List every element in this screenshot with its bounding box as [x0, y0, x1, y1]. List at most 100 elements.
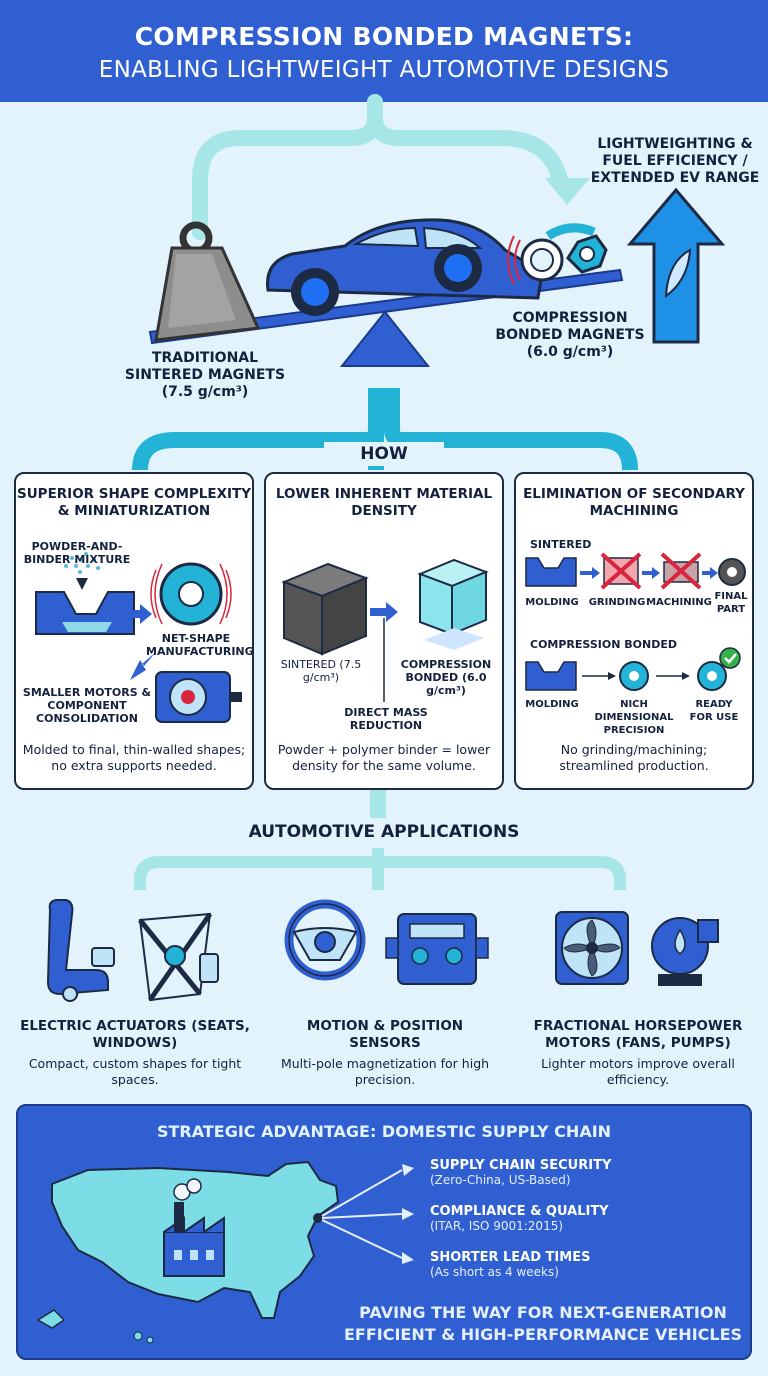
molding-icon [525, 661, 577, 691]
factory-icon [163, 1178, 225, 1277]
how-title: HOW [360, 444, 408, 464]
arrow-right-icon [642, 567, 660, 579]
mass-reduction-caption: DIRECT MASS REDUCTION [344, 706, 428, 732]
hero-graphic [132, 94, 726, 470]
application-title: MOTION & POSITION SENSORS [306, 1018, 464, 1051]
strategy-panel: STRATEGIC ADVANTAGE: DOMESTIC SUPPLY CHA… [16, 1104, 752, 1360]
molding-icon [525, 557, 577, 587]
sintered-process-label: SINTERED [530, 538, 592, 551]
arrow-right-icon [580, 567, 600, 579]
arrow-right-icon [122, 604, 152, 624]
check-icon [719, 647, 741, 669]
bonded-cube-caption: COMPRESSION BONDED (6.0 g/cm³) [400, 658, 492, 697]
applications-title: AUTOMOTIVE APPLICATIONS [248, 822, 520, 842]
location-marker-icon [313, 1213, 323, 1223]
header-banner: COMPRESSION BONDED MAGNETS: ENABLING LIG… [0, 0, 768, 102]
smaller-motors-caption: SMALLER MOTORS & COMPONENT CONSOLIDATION [22, 686, 152, 725]
advantage-compliance: COMPLIANCE & QUALITY (ITAR, ISO 9001:201… [430, 1204, 740, 1233]
fan-icon [555, 911, 629, 985]
how-card-shape-complexity: SUPERIOR SHAPE COMPLEXITY & MINIATURIZAT… [14, 472, 254, 790]
advantage-subtitle: (Zero-China, US-Based) [430, 1173, 571, 1187]
small-motor-icon [155, 671, 242, 723]
traditional-magnet-name: TRADITIONAL SINTERED MAGNETS [124, 350, 286, 383]
advantage-subtitle: (ITAR, ISO 9001:2015) [430, 1219, 564, 1233]
application-sensors: MOTION & POSITION SENSORS Multi-pole mag… [270, 1018, 500, 1088]
card-footer: Powder + polymer binder = lower density … [277, 742, 491, 773]
card-title: SUPERIOR SHAPE COMPLEXITY & MINIATURIZAT… [16, 486, 252, 519]
advantage-title: COMPLIANCE & QUALITY [430, 1204, 609, 1219]
sintered-step-final: FINAL PART [714, 591, 748, 615]
powder-mixture-caption: POWDER-AND-BINDER MIXTURE [23, 540, 131, 566]
fulcrum-triangle [339, 310, 431, 367]
application-description: Multi-pole magnetization for high precis… [280, 1056, 490, 1087]
arrow-right-icon [682, 672, 690, 680]
applications-connectors [134, 790, 626, 890]
bonded-step-precision: NICH DIMENSIONAL PRECISION [594, 699, 674, 736]
bonded-magnet-density: (6.0 g/cm³) [526, 344, 614, 360]
precision-gear-icon [619, 661, 649, 691]
magnet-gear-icon [566, 234, 608, 274]
engine-sensor-icon [385, 913, 489, 985]
weight-icon [154, 221, 261, 342]
application-description: Lighter motors improve overall efficienc… [541, 1056, 735, 1087]
process-illustration [525, 552, 746, 691]
steering-wheel-icon [284, 899, 366, 981]
card-footer: Molded to final, thin-walled shapes; no … [22, 742, 246, 773]
magnet-ring-icon [507, 235, 564, 285]
alaska-island-icon [36, 1309, 66, 1329]
arrow-down-left-icon [130, 652, 156, 680]
page-subtitle: ENABLING LIGHTWEIGHT AUTOMOTIVE DESIGNS [98, 57, 670, 83]
pump-icon [651, 917, 719, 986]
sintered-cube-caption: SINTERED (7.5 g/cm³) [280, 658, 362, 684]
arrow-right-icon [608, 672, 616, 680]
arrow-right-icon [702, 567, 718, 579]
arrow-right-icon [370, 602, 398, 622]
machining-icon [660, 552, 702, 590]
advantage-subtitle: (As short as 4 weeks) [430, 1265, 559, 1279]
how-title-backdrop [324, 442, 444, 466]
card-title: ELIMINATION OF SECONDARY MACHINING [523, 486, 745, 519]
car-seat-icon [46, 899, 115, 1002]
magnet-arc-icon [545, 223, 596, 240]
application-actuators: ELECTRIC ACTUATORS (SEATS, WINDOWS) Comp… [20, 1018, 250, 1088]
bonded-step-molding: MOLDING [525, 699, 579, 710]
sintered-step-grinding: GRINDING [588, 597, 646, 608]
page-title: COMPRESSION BONDED MAGNETS: [134, 22, 634, 51]
water-drop-icon [674, 928, 686, 955]
applications-illustration [46, 899, 719, 1002]
how-card-no-machining: ELIMINATION OF SECONDARY MACHINING SINTE… [514, 472, 754, 790]
sintered-step-machining: MACHINING [646, 597, 712, 608]
application-title: ELECTRIC ACTUATORS (SEATS, WINDOWS) [20, 1018, 250, 1051]
net-shape-gear-icon [150, 562, 232, 626]
bonded-step-ready: READY FOR USE [689, 699, 739, 723]
bonded-process-label: COMPRESSION BONDED [530, 638, 677, 651]
bonded-magnet-name: COMPRESSION BONDED MAGNETS [495, 310, 645, 343]
car-icon [266, 218, 543, 316]
sintered-step-molding: MOLDING [525, 597, 579, 608]
application-title: FRACTIONAL HORSEPOWER MOTORS (FANS, PUMP… [533, 1018, 743, 1051]
arrow-head-icon [402, 1252, 414, 1264]
advantage-title: SUPPLY CHAIN SECURITY [430, 1158, 612, 1173]
bonded-cube-icon [417, 558, 489, 650]
advantage-title: SHORTER LEAD TIMES [430, 1250, 591, 1265]
ready-gear-icon [697, 661, 727, 691]
arch-arrowhead [545, 178, 590, 205]
sintered-cube-icon [281, 562, 369, 656]
advantage-supply-chain: SUPPLY CHAIN SECURITY (Zero-China, US-Ba… [430, 1158, 740, 1187]
connector-arch-left [192, 94, 383, 240]
strategy-title: STRATEGIC ADVANTAGE: DOMESTIC SUPPLY CHA… [156, 1122, 612, 1141]
shape-complexity-illustration [35, 552, 242, 723]
card-footer: No grinding/machining; streamlined produ… [559, 742, 709, 773]
bonded-magnet-label: COMPRESSION BONDED MAGNETS (6.0 g/cm³) [480, 310, 660, 361]
density-illustration [281, 558, 489, 702]
arrow-head-icon [402, 1208, 414, 1220]
window-regulator-icon [138, 912, 219, 1002]
net-shape-caption: NET-SHAPE MANUFACTURING [146, 632, 254, 658]
us-map-illustration [36, 1160, 414, 1344]
how-card-material-density: LOWER INHERENT MATERIAL DENSITY SINTERED… [264, 472, 504, 790]
powder-spray-icon [64, 552, 100, 590]
traditional-magnet-density: (7.5 g/cm³) [161, 384, 249, 400]
connector-arch-right [367, 94, 568, 188]
up-arrow-icon [626, 187, 726, 344]
grinding-icon [600, 552, 642, 590]
